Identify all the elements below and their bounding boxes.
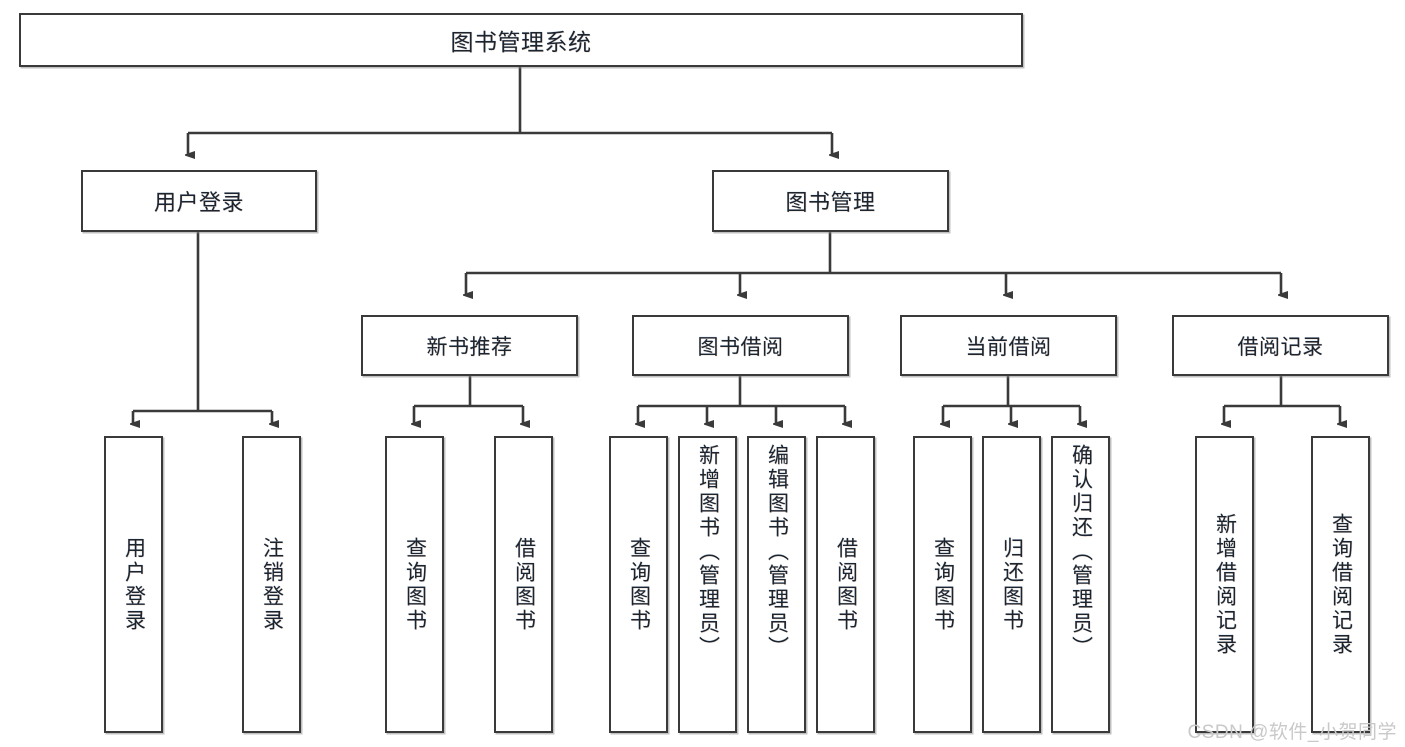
node-leaf-add-record-label: 新增借阅记录: [1213, 512, 1237, 657]
node-leaf-return-book-label: 归还图书: [1000, 536, 1024, 633]
node-leaf-add-record[interactable]: 新增借阅记录: [1195, 436, 1254, 733]
node-user-login-label: 用户登录: [153, 190, 244, 215]
node-leaf-return-book[interactable]: 归还图书: [982, 436, 1041, 733]
node-leaf-query-record-label: 查询借阅记录: [1329, 512, 1353, 657]
node-leaf-query-book-3[interactable]: 查询图书: [913, 436, 972, 733]
node-leaf-query-record[interactable]: 查询借阅记录: [1311, 436, 1370, 733]
node-leaf-borrow-book-1-label: 借阅图书: [512, 536, 536, 633]
node-leaf-user-login[interactable]: 用户登录: [104, 436, 163, 733]
node-new-book-recommend-label: 新书推荐: [426, 335, 513, 359]
node-current-borrow-label: 当前借阅: [965, 335, 1052, 359]
node-leaf-query-book-2[interactable]: 查询图书: [609, 436, 668, 733]
watermark-text: CSDN @软件_小贺同学: [1187, 722, 1397, 743]
node-leaf-query-book-2-label: 查询图书: [627, 536, 651, 633]
node-leaf-edit-book-label: 编辑图书（管理员）: [765, 444, 789, 660]
node-leaf-logout[interactable]: 注销登录: [242, 436, 301, 733]
node-leaf-query-book-1-label: 查询图书: [403, 536, 427, 633]
node-book-borrow-label: 图书借阅: [697, 335, 784, 359]
node-leaf-query-book-1[interactable]: 查询图书: [385, 436, 444, 733]
node-borrow-record-label: 借阅记录: [1237, 335, 1324, 359]
node-leaf-add-book-label: 新增图书（管理员）: [696, 444, 720, 660]
node-book-borrow[interactable]: 图书借阅: [632, 315, 849, 376]
node-leaf-edit-book[interactable]: 编辑图书（管理员）: [747, 436, 806, 733]
node-leaf-query-book-3-label: 查询图书: [931, 536, 955, 633]
node-leaf-borrow-book-2[interactable]: 借阅图书: [816, 436, 875, 733]
node-borrow-record[interactable]: 借阅记录: [1172, 315, 1389, 376]
node-user-login[interactable]: 用户登录: [81, 170, 317, 232]
node-leaf-user-login-label: 用户登录: [122, 536, 146, 633]
node-leaf-add-book[interactable]: 新增图书（管理员）: [678, 436, 737, 733]
node-current-borrow[interactable]: 当前借阅: [900, 315, 1117, 376]
node-leaf-confirm-return-label: 确认归还（管理员）: [1069, 444, 1093, 660]
node-book-management-label: 图书管理: [785, 190, 876, 215]
node-leaf-logout-label: 注销登录: [260, 536, 284, 633]
node-root-label: 图书管理系统: [450, 29, 592, 55]
node-root[interactable]: 图书管理系统: [19, 13, 1023, 67]
node-book-management[interactable]: 图书管理: [712, 170, 949, 232]
node-leaf-confirm-return[interactable]: 确认归还（管理员）: [1051, 436, 1110, 733]
node-new-book-recommend[interactable]: 新书推荐: [361, 315, 578, 376]
node-leaf-borrow-book-2-label: 借阅图书: [834, 536, 858, 633]
node-leaf-borrow-book-1[interactable]: 借阅图书: [494, 436, 553, 733]
